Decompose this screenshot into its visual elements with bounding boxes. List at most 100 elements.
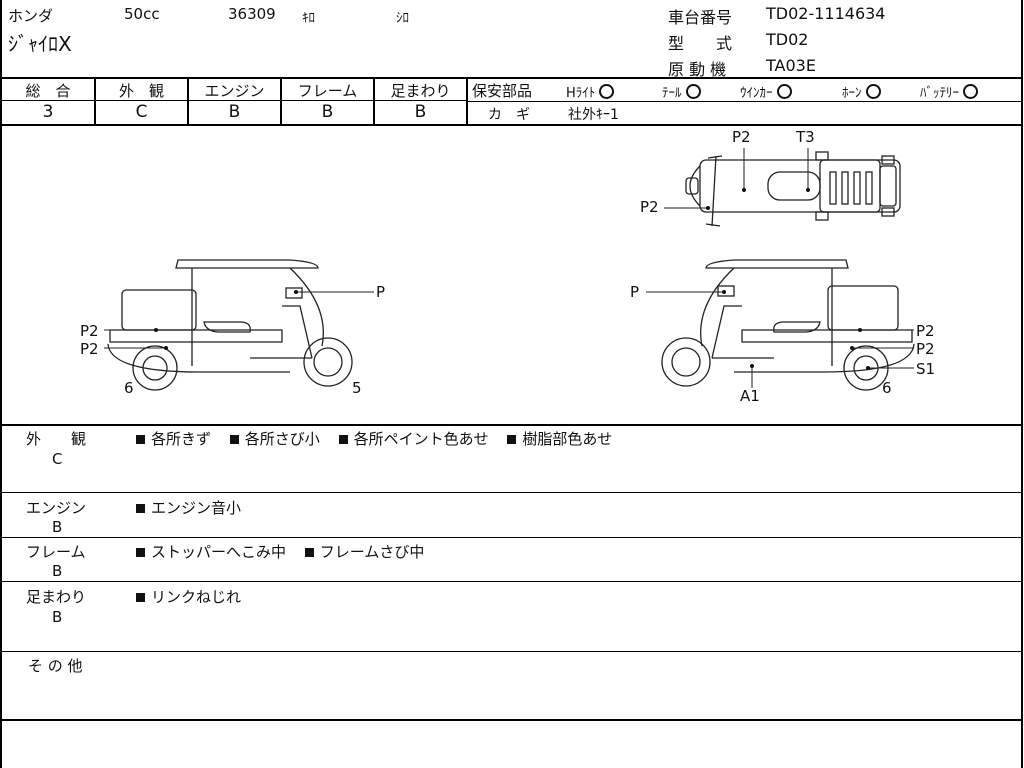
- model-code-label: 型 式: [668, 34, 733, 53]
- label-right-a1: A1: [740, 387, 760, 405]
- top-view-scooter: [685, 151, 901, 227]
- ok-circle-icon: [776, 84, 792, 99]
- section-label: 足まわり: [26, 588, 87, 606]
- divider: [94, 78, 96, 125]
- divider: [0, 581, 1023, 582]
- grade-value-overall: 3: [42, 102, 54, 122]
- left-side-scooter: [107, 259, 353, 391]
- defect-list: ストッパーへこみ中 フレームさび中: [136, 541, 438, 562]
- divider: [0, 537, 1023, 538]
- divider: [373, 78, 375, 125]
- divider: [0, 492, 1023, 493]
- safety-item-label: ｳｲﾝｶｰ: [740, 86, 773, 101]
- grade-value-exterior: C: [135, 102, 148, 122]
- grade-label-suspension: 足まわり: [390, 82, 451, 100]
- bullet-square-icon: [507, 434, 517, 444]
- defect-list: エンジン音小: [136, 497, 255, 518]
- damage-points: [154, 188, 870, 370]
- leader-lines: [104, 148, 914, 388]
- displacement: 50cc: [124, 5, 160, 23]
- defect-item: エンジン音小: [136, 499, 241, 517]
- safety-item-label: ﾊﾞｯﾃﾘｰ: [920, 86, 959, 101]
- defect-list: 各所きず 各所さび小 各所ペイント色あせ 樹脂部色あせ: [136, 428, 626, 449]
- key-label: カ ギ: [488, 107, 530, 123]
- divider: [0, 651, 1023, 652]
- divider: [0, 424, 1023, 426]
- model-name: ｼﾞｬｲﾛX: [8, 32, 72, 56]
- border-left: [0, 0, 2, 768]
- safety-battery: ﾊﾞｯﾃﾘｰ: [920, 82, 978, 101]
- label-left-p2-b: P2: [80, 340, 99, 358]
- frame-no-label: 車台番号: [668, 8, 733, 27]
- maker: ホンダ: [8, 7, 54, 25]
- bullet-square-icon: [136, 434, 145, 444]
- divider: [466, 101, 1023, 102]
- bullet-square-icon: [229, 434, 239, 444]
- safety-item-label: ﾎｰﾝ: [842, 86, 862, 101]
- divider: [0, 100, 466, 101]
- model-code: TD02: [766, 30, 809, 49]
- defect-item: ストッパーへこみ中: [136, 543, 286, 561]
- label-right-6: 6: [882, 379, 892, 397]
- defect-item: フレームさび中: [304, 543, 424, 561]
- section-grade: B: [52, 518, 63, 536]
- grade-label-overall: 総 合: [25, 82, 71, 100]
- safety-horn: ﾎｰﾝ: [842, 82, 881, 101]
- ok-circle-icon: [963, 84, 978, 99]
- grade-label-frame: フレーム: [297, 82, 358, 100]
- color: ｼﾛ: [396, 11, 409, 26]
- grade-value-suspension: B: [414, 102, 427, 122]
- ok-circle-icon: [865, 84, 881, 99]
- defect-item: 各所さび小: [229, 430, 320, 448]
- label-left-p2-a: P2: [80, 322, 99, 340]
- bullet-square-icon: [136, 503, 145, 513]
- label-left-p: P: [376, 283, 386, 301]
- bullet-square-icon: [136, 592, 145, 602]
- mileage: 36309: [228, 5, 276, 23]
- label-top-t3: T3: [796, 128, 815, 146]
- section-label: 外 観: [26, 430, 87, 448]
- divider: [280, 78, 282, 125]
- label-right-p2-a: P2: [916, 322, 935, 340]
- engine-label: 原 動 機: [668, 60, 727, 79]
- label-top-p2: P2: [732, 128, 751, 146]
- safety-tail: ﾃｰﾙ: [662, 82, 701, 101]
- grade-label-exterior: 外 観: [118, 82, 164, 100]
- safety-winker: ｳｲﾝｶｰ: [740, 82, 792, 101]
- grade-value-engine: B: [228, 102, 241, 122]
- safety-item-label: ﾃｰﾙ: [662, 86, 682, 101]
- divider: [466, 78, 468, 125]
- frame-no: TD02-1114634: [766, 4, 886, 23]
- ok-circle-icon: [599, 84, 615, 99]
- bullet-square-icon: [304, 547, 314, 557]
- section-grade: B: [52, 608, 63, 626]
- defect-item: 各所ペイント色あせ: [338, 430, 489, 448]
- divider: [0, 719, 1023, 721]
- label-top-p2-left: P2: [640, 198, 659, 216]
- grade-label-engine: エンジン: [204, 82, 265, 100]
- divider: [187, 78, 189, 125]
- key-value: 社外ｷｰ1: [568, 107, 619, 123]
- engine-model: TA03E: [766, 56, 816, 75]
- bullet-square-icon: [338, 434, 348, 444]
- section-label: フレーム: [26, 543, 86, 561]
- defect-list: リンクねじれ: [136, 586, 255, 607]
- safety-label: 保安部品: [472, 82, 533, 100]
- safety-item-label: Hﾗｲﾄ: [566, 86, 596, 101]
- divider: [0, 124, 1023, 126]
- ok-circle-icon: [685, 84, 701, 99]
- section-label: そ の 他: [28, 657, 83, 675]
- mileage-unit: ｷﾛ: [302, 11, 315, 26]
- section-grade: B: [52, 562, 63, 580]
- divider: [0, 77, 1023, 79]
- label-right-p2-b: P2: [916, 340, 935, 358]
- vehicle-diagram: [104, 148, 915, 391]
- label-left-6: 6: [124, 379, 134, 397]
- grade-value-frame: B: [321, 102, 334, 122]
- defect-item: リンクねじれ: [136, 588, 241, 606]
- label-right-p: P: [630, 283, 640, 301]
- border-right: [1021, 0, 1023, 768]
- section-grade: C: [52, 450, 63, 468]
- defect-item: 各所きず: [136, 430, 211, 448]
- defect-item: 樹脂部色あせ: [507, 430, 612, 448]
